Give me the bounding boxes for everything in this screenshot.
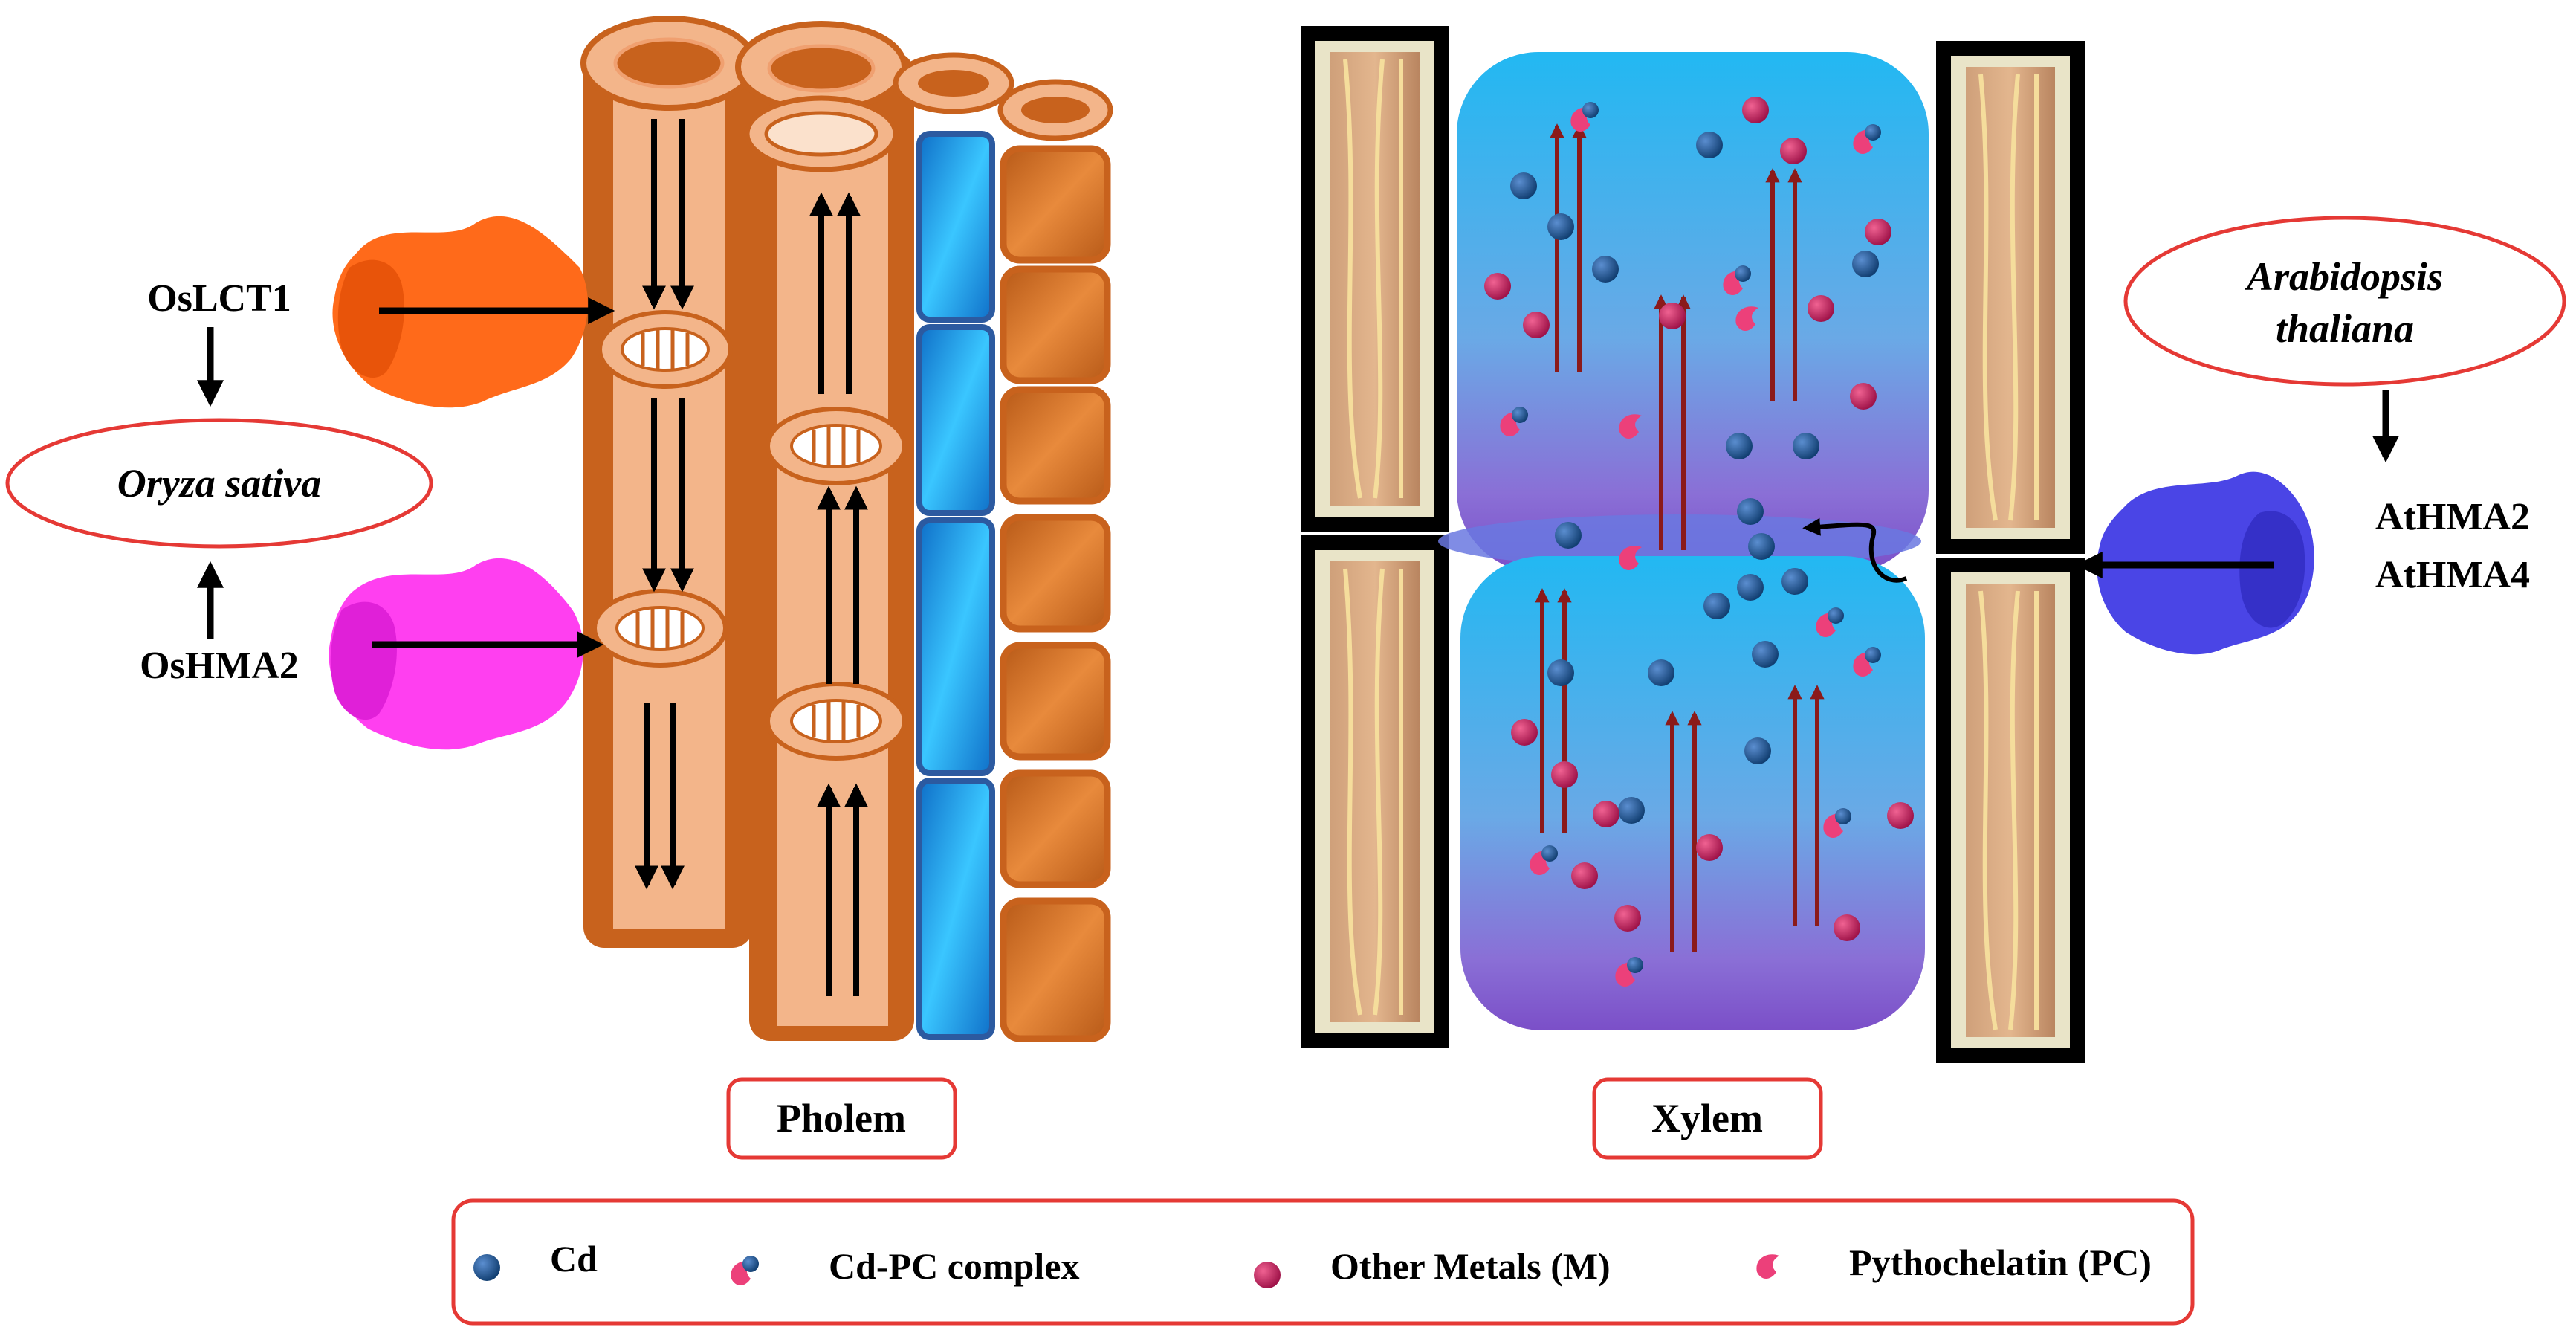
xylem-label: Xylem [1651,1096,1763,1140]
species-oval-oryza [5,418,433,549]
metal-symbol-icon [1254,1262,1281,1288]
vessel-cell-icon [1301,26,1449,532]
xylem-section [1301,26,2085,1063]
legend-label-pc: Pythochelatin (PC) [1849,1242,2152,1283]
legend-label-metals: Other Metals (M) [1330,1245,1611,1287]
arabidopsis-label: Arabidopsis [2245,254,2443,299]
legend-item-other-metals: Other Metals (M) [1254,1245,1611,1288]
blue-cell-column [893,52,1014,1040]
xylem-vessel-upper [1457,52,1929,572]
orange-cell-column [997,79,1113,1042]
athma-efflux-arrow [1802,517,1908,583]
phloem-label-box [726,1077,957,1160]
legend-label-cd-pc: Cd-PC complex [829,1245,1079,1287]
legend-box [451,1198,2195,1326]
vessel-cell-icon [1301,535,1449,1048]
legend-item-phytochelatin: Pythochelatin (PC) [1756,1242,2152,1283]
oryza-sativa-label: Oryza sativa [117,461,321,506]
legend-label-cd: Cd [550,1238,598,1279]
vessel-cell-icon [1936,558,2085,1063]
legend: Cd Cd-PC complex Other Metals (M) Pythoc… [451,1198,2195,1326]
oshma2-label: OsHMA2 [140,645,299,687]
athma4-label: AtHMA4 [2375,554,2530,596]
xylem-flow-arrows [1535,123,1825,952]
sieve-plate-icon [766,407,907,485]
phloem-flow-up-arrows [809,192,868,996]
athma2-label: AtHMA2 [2375,496,2530,538]
transporter-protein-icon [329,558,583,750]
xylem-label-box [1592,1077,1823,1160]
vessel-cell-icon [1936,41,2085,554]
sieve-plate-icon [598,310,733,389]
legend-item-cd: Cd [473,1238,598,1281]
oslct1-label: OsLCT1 [147,277,291,320]
thaliana-label: thaliana [2276,306,2414,351]
phloem-flow-down-arrows [635,119,694,890]
species-oval-arabidopsis [2123,216,2566,387]
phloem-label: Pholem [777,1096,906,1140]
sieve-plate-icon [592,589,728,668]
cd-symbol-icon [473,1254,500,1281]
legend-item-cd-pc-complex: Cd-PC complex [731,1245,1079,1287]
sieve-plate-icon [766,682,907,761]
phloem-sieve-tubes [580,16,1113,1042]
